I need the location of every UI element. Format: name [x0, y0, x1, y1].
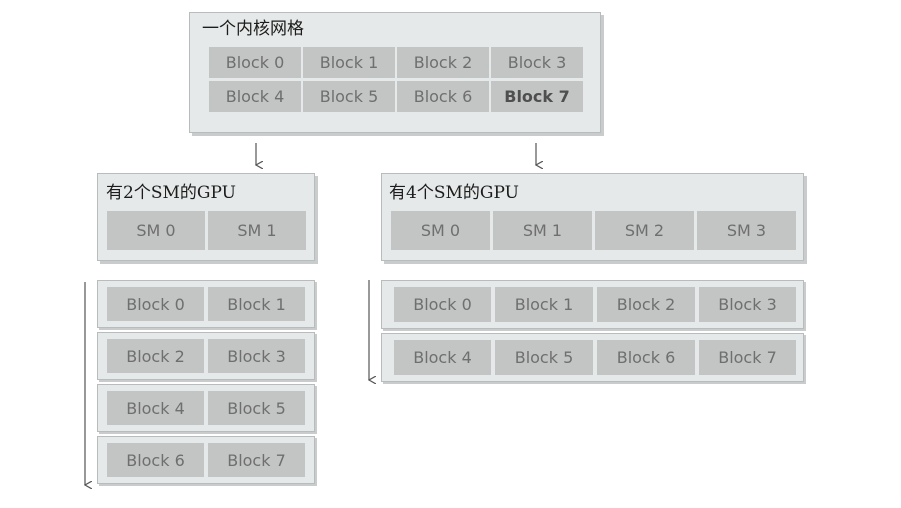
gpu2-wave-3: Block 6 Block 7: [97, 436, 315, 484]
grid-block-4: Block 4: [209, 81, 301, 112]
gpu4-sm-1: SM 1: [493, 211, 592, 250]
grid-block-3: Block 3: [491, 47, 583, 78]
gpu4-wave-1-block-b: Block 5: [495, 340, 593, 375]
gpu2-wave-2: Block 4 Block 5: [97, 384, 315, 432]
gpu2-wave-2-block-a: Block 4: [107, 391, 204, 425]
gpu4-sm-0: SM 0: [391, 211, 490, 250]
gpu4-sm-2: SM 2: [595, 211, 694, 250]
gpu4-wave-0-block-c: Block 2: [597, 287, 695, 322]
gpu2-wave-1-block-a: Block 2: [107, 339, 204, 373]
gpu4-sm-3: SM 3: [697, 211, 796, 250]
gpu2-wave-1-block-b: Block 3: [208, 339, 305, 373]
grid-block-0: Block 0: [209, 47, 301, 78]
grid-block-5: Block 5: [303, 81, 395, 112]
gpu4-wave-1-block-c: Block 6: [597, 340, 695, 375]
gpu4-title: 有4个SM的GPU: [389, 183, 519, 203]
gpu4-wave-1-block-a: Block 4: [394, 340, 491, 375]
gpu2-sm-0: SM 0: [107, 211, 205, 250]
gpu2-wave-0-block-b: Block 1: [208, 287, 305, 321]
gpu2-wave-3-block-a: Block 6: [107, 443, 204, 477]
kernel-grid-panel: 一个内核网格 Block 0 Block 1 Block 2 Block 3 B…: [189, 12, 601, 133]
grid-block-1: Block 1: [303, 47, 395, 78]
gpu2-wave-0-block-a: Block 0: [107, 287, 204, 321]
gpu2-title: 有2个SM的GPU: [106, 183, 236, 203]
gpu4-wave-1-block-d: Block 7: [699, 340, 796, 375]
gpu2-wave-3-block-b: Block 7: [208, 443, 305, 477]
grid-block-7: Block 7: [491, 81, 583, 112]
gpu4-wave-0-block-a: Block 0: [394, 287, 491, 322]
grid-block-2: Block 2: [397, 47, 489, 78]
gpu2-wave-1: Block 2 Block 3: [97, 332, 315, 380]
gpu2-sm-1: SM 1: [208, 211, 306, 250]
gpu2-wave-2-block-b: Block 5: [208, 391, 305, 425]
gpu4-wave-0: Block 0 Block 1 Block 2 Block 3: [381, 280, 804, 329]
kernel-grid-title: 一个内核网格: [202, 19, 304, 39]
gpu4-wave-1: Block 4 Block 5 Block 6 Block 7: [381, 333, 804, 382]
grid-block-6: Block 6: [397, 81, 489, 112]
gpu4-wave-0-block-b: Block 1: [495, 287, 593, 322]
gpu4-panel: 有4个SM的GPU SM 0 SM 1 SM 2 SM 3: [381, 173, 804, 261]
gpu4-wave-0-block-d: Block 3: [699, 287, 796, 322]
gpu2-wave-0: Block 0 Block 1: [97, 280, 315, 328]
gpu2-panel: 有2个SM的GPU SM 0 SM 1: [97, 173, 315, 261]
